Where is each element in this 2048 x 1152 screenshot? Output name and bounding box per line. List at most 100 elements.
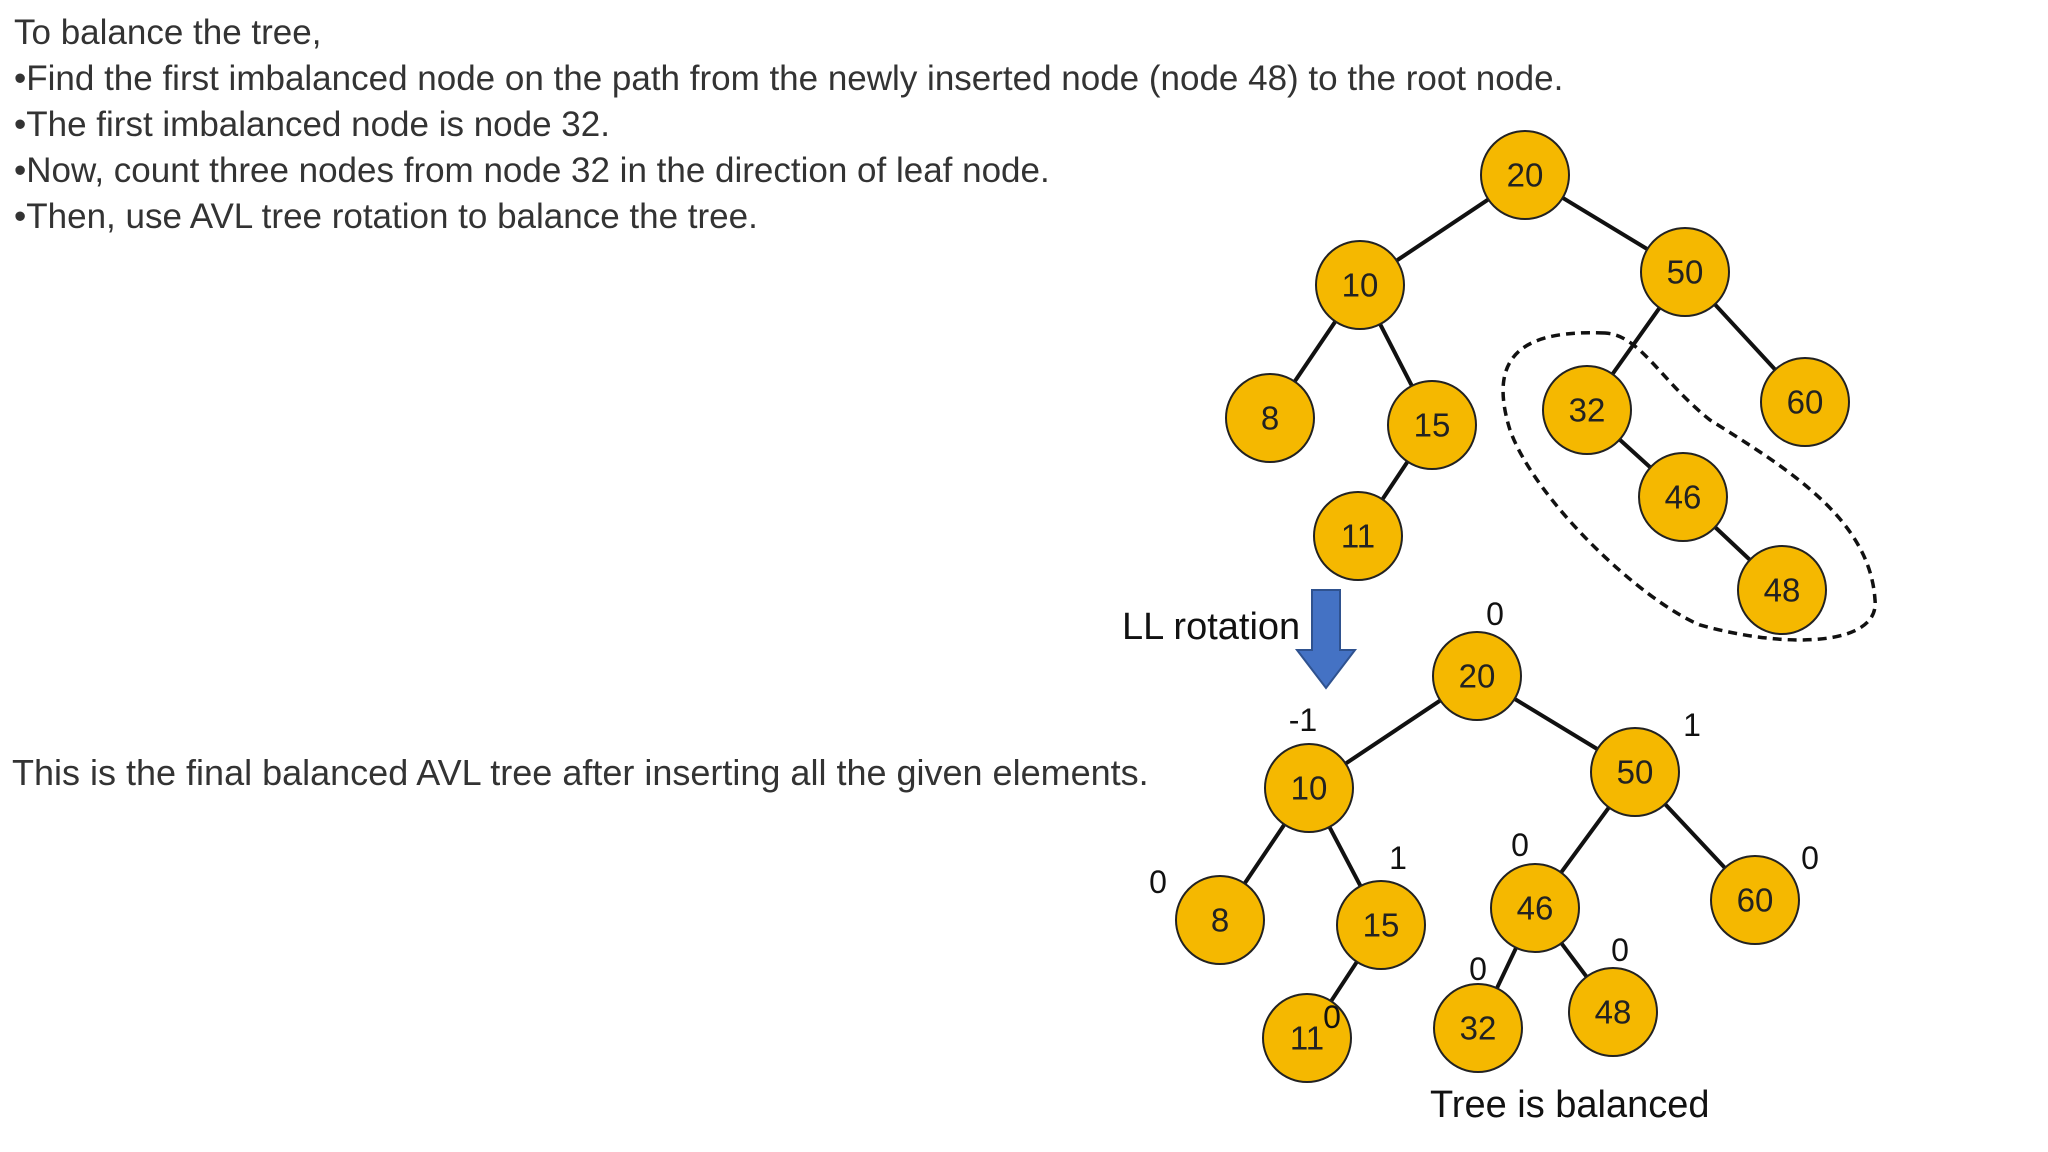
node-circle (1638, 452, 1728, 542)
tree-edge (1556, 937, 1592, 983)
node-circle (1336, 880, 1426, 970)
node-value: 60 (1787, 384, 1824, 421)
node-circle (1640, 227, 1730, 317)
node-value: 11 (1290, 1020, 1324, 1057)
node-value: 48 (1764, 572, 1801, 609)
tree-edge (1613, 434, 1657, 473)
balance-factor: 0 (1469, 951, 1487, 987)
tree-edge (1324, 820, 1366, 893)
balance-factor: 0 (1323, 999, 1341, 1035)
node-value: 50 (1667, 254, 1704, 291)
node-value: 10 (1291, 770, 1328, 807)
balance-factor: -1 (1289, 702, 1317, 738)
tree-node: 60 (1760, 357, 1850, 447)
tree-edge (1339, 695, 1447, 769)
tree-node: 46 (1490, 863, 1580, 953)
tree-node: 46 (1638, 452, 1728, 542)
node-value: 20 (1459, 658, 1496, 695)
node-circle (1433, 983, 1523, 1073)
instruction-list: To balance the tree, •Find the first imb… (14, 10, 1563, 240)
tree-edge (1556, 192, 1654, 255)
tree-edge (1555, 801, 1615, 879)
top-tree-edges (1289, 192, 1781, 566)
tree-edge (1390, 194, 1495, 266)
node-value: 8 (1261, 400, 1279, 437)
node-circle (1490, 863, 1580, 953)
balance-factor: 1 (1683, 707, 1701, 743)
node-circle (1264, 743, 1354, 833)
balance-factor: 0 (1149, 864, 1167, 900)
node-circle (1262, 993, 1352, 1083)
tree-node: 11 (1313, 491, 1403, 581)
tree-edge (1239, 818, 1290, 890)
bottom-tree-edges (1239, 694, 1731, 1008)
node-circle (1387, 380, 1477, 470)
instruction-heading: To balance the tree, (14, 13, 322, 52)
tree-edge (1492, 941, 1521, 995)
down-arrow-icon (1294, 589, 1358, 690)
tree-edge (1375, 317, 1417, 393)
tree-node: 10 (1315, 240, 1405, 330)
final-tree-description: This is the final balanced AVL tree afte… (12, 752, 1149, 793)
node-circle (1542, 365, 1632, 455)
rotation-label: LL rotation (1122, 606, 1301, 648)
tree-node: 50 (1590, 727, 1680, 817)
node-value: 15 (1363, 907, 1400, 944)
instruction-step: •The first imbalanced node is node 32. (14, 105, 610, 144)
node-circle (1432, 631, 1522, 721)
node-circle (1480, 130, 1570, 220)
tree-node: 20 (1432, 631, 1522, 721)
node-circle (1313, 491, 1403, 581)
tree-edge (1709, 521, 1756, 566)
node-value: 32 (1460, 1010, 1497, 1047)
balance-factor: 1 (1389, 840, 1407, 876)
balance-factor: 0 (1511, 827, 1529, 863)
node-circle (1737, 545, 1827, 635)
tree-node: 10 (1264, 743, 1354, 833)
instruction-step: •Now, count three nodes from node 32 in … (14, 151, 1050, 190)
node-circle (1590, 727, 1680, 817)
node-circle (1760, 357, 1850, 447)
balance-factor: 0 (1611, 932, 1629, 968)
tree-node: 60 (1710, 855, 1800, 945)
tree-node: 15 (1336, 880, 1426, 970)
tree-edge (1607, 301, 1665, 381)
tree-node: 8 (1175, 875, 1265, 965)
node-value: 46 (1517, 890, 1554, 927)
tree-node: 20 (1480, 130, 1570, 220)
balance-factor: 0 (1801, 840, 1819, 876)
tree-edge (1709, 298, 1781, 376)
node-circle (1175, 875, 1265, 965)
instruction-step: •Then, use AVL tree rotation to balance … (14, 197, 758, 236)
node-circle (1315, 240, 1405, 330)
tree-node: 50 (1640, 227, 1730, 317)
node-value: 48 (1595, 994, 1632, 1031)
node-value: 10 (1342, 267, 1379, 304)
tree-node: 32 (1542, 365, 1632, 455)
tree-edge (1289, 315, 1341, 388)
tree-edge (1326, 955, 1362, 1008)
balance-factor: 0 (1486, 596, 1504, 632)
node-value: 8 (1211, 902, 1229, 939)
tree-node: 15 (1387, 380, 1477, 470)
node-circle (1568, 967, 1658, 1057)
node-value: 60 (1737, 882, 1774, 919)
tree-edge (1508, 694, 1604, 754)
tree-node: 32 (1433, 983, 1523, 1073)
tree-edge (1659, 798, 1731, 874)
node-value: 20 (1507, 157, 1544, 194)
tree-node: 8 (1225, 373, 1315, 463)
node-circle (1225, 373, 1315, 463)
tree-node: 48 (1737, 545, 1827, 635)
tree-edge (1377, 455, 1413, 506)
node-value: 32 (1569, 392, 1606, 429)
node-value: 11 (1341, 518, 1375, 555)
tree-node: 11 (1262, 993, 1352, 1083)
node-circle (1710, 855, 1800, 945)
highlight-outline (1501, 330, 1877, 642)
tree-node: 48 (1568, 967, 1658, 1057)
top-tree-nodes: 20 10 50 8 15 11 32 60 46 48 (1225, 130, 1850, 635)
